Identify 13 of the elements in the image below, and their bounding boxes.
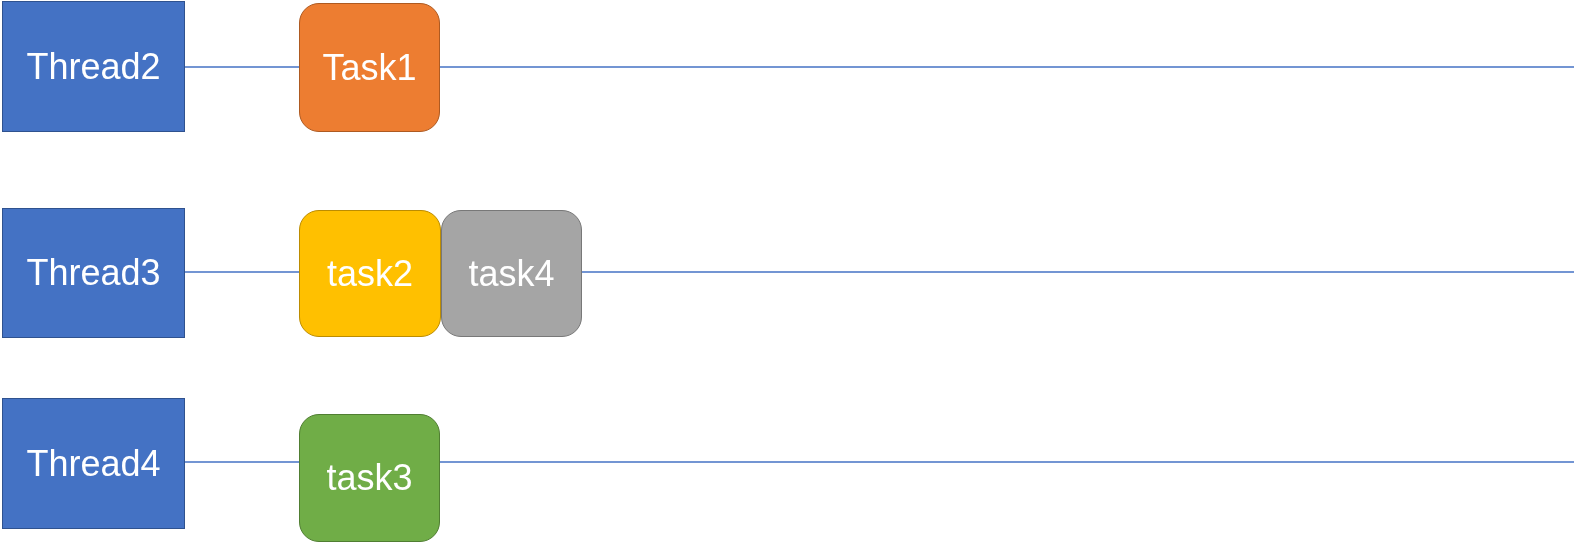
connector-line: [439, 66, 1575, 68]
thread-box: Thread3: [2, 208, 185, 338]
thread-box: Thread2: [2, 1, 185, 132]
connector-line: [184, 66, 300, 68]
connector-line: [184, 461, 300, 463]
task-box: task3: [299, 414, 440, 542]
task-box: task4: [441, 210, 582, 337]
task-box: task2: [299, 210, 441, 337]
connector-line: [184, 271, 300, 273]
connector-line: [439, 461, 1575, 463]
connector-line: [581, 271, 1575, 273]
thread-box: Thread4: [2, 398, 185, 529]
task-box: Task1: [299, 3, 440, 132]
